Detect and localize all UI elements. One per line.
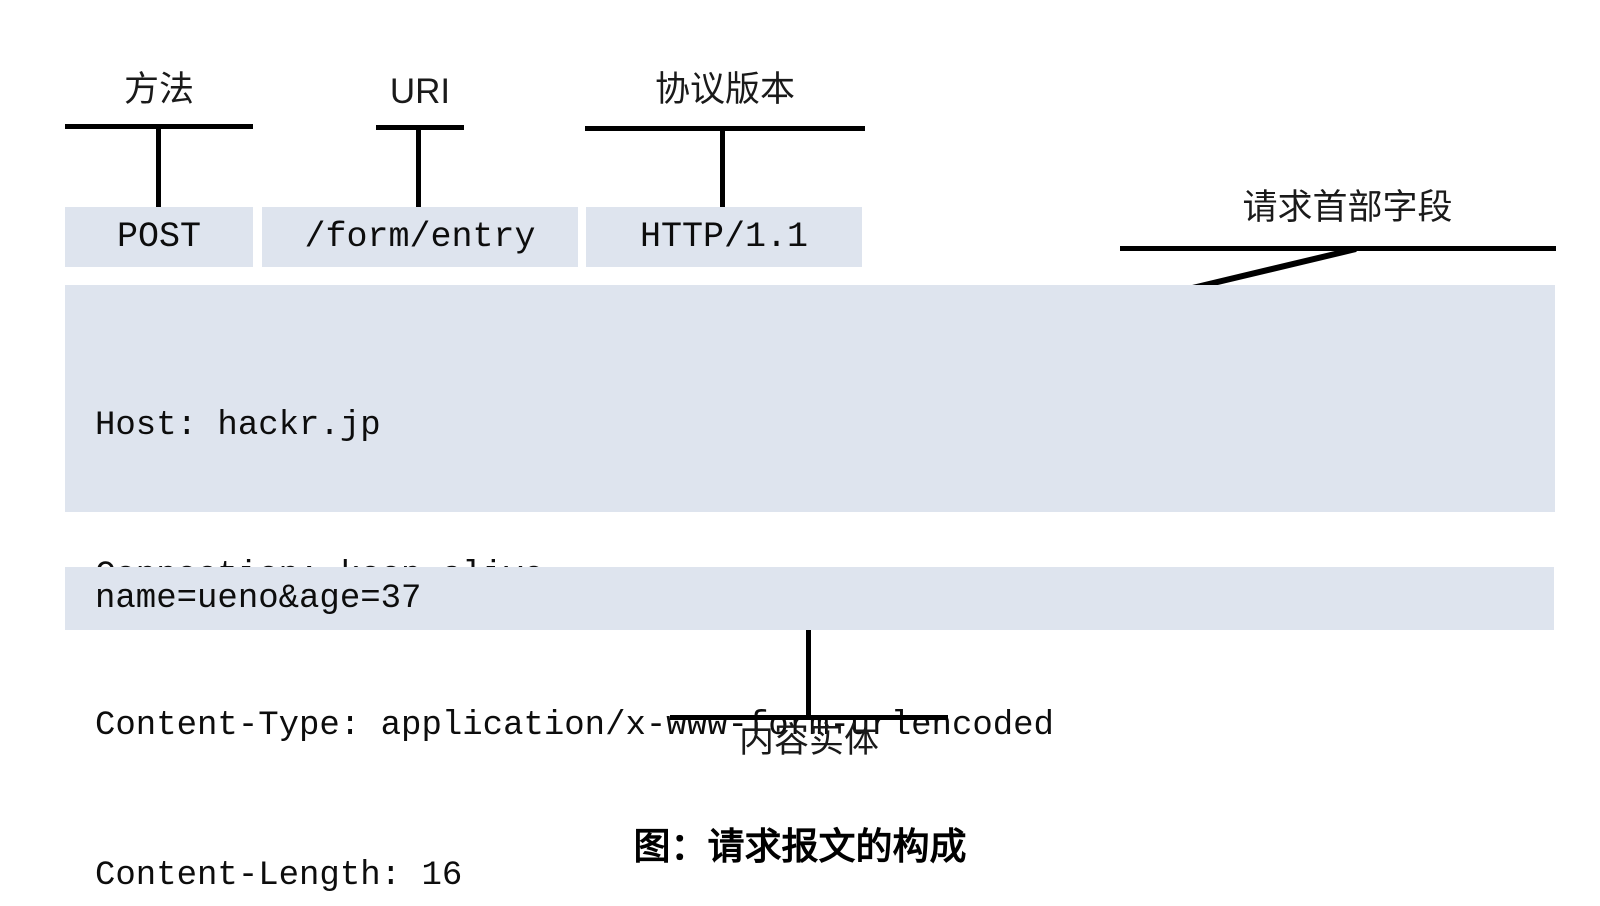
annotation-label-method: 方法 xyxy=(123,70,194,109)
request-line-version-text: HTTP/1.1 xyxy=(639,217,809,257)
request-line-uri-box: /form/entry xyxy=(262,207,578,267)
annotation-label-request-header-fields: 请求首部字段 xyxy=(1242,188,1453,227)
annotation-stem-method xyxy=(156,124,161,208)
request-body-block: name=ueno&age=37 xyxy=(65,567,1554,630)
annotation-rule-content-entity xyxy=(670,715,948,720)
figure-caption: 图：请求报文的构成 xyxy=(633,826,967,867)
annotation-rule-protocol-version xyxy=(585,126,865,131)
annotation-stem-content-entity xyxy=(806,630,811,718)
header-line-host: Host: hackr.jp xyxy=(95,407,381,445)
annotation-rule-request-header-fields xyxy=(1120,246,1556,251)
annotation-stem-protocol-version xyxy=(720,126,725,208)
request-line-method-text: POST xyxy=(116,217,201,257)
header-line-content-type: Content-Type: application/x-www-form-url… xyxy=(95,707,1054,745)
request-line-method-box: POST xyxy=(65,207,253,267)
request-body-text: name=ueno&age=37 xyxy=(95,579,422,618)
annotation-label-protocol-version: 协议版本 xyxy=(654,70,795,109)
request-line-version-box: HTTP/1.1 xyxy=(586,207,862,267)
request-line-uri-text: /form/entry xyxy=(304,217,536,257)
annotation-label-uri: URI xyxy=(389,72,451,111)
header-line-content-length: Content-Length: 16 xyxy=(95,857,463,895)
request-header-block: Host: hackr.jp Connection: keep-alive Co… xyxy=(65,285,1555,895)
annotation-label-content-entity: 内容实体 xyxy=(738,721,879,760)
annotation-stem-uri xyxy=(416,125,421,208)
